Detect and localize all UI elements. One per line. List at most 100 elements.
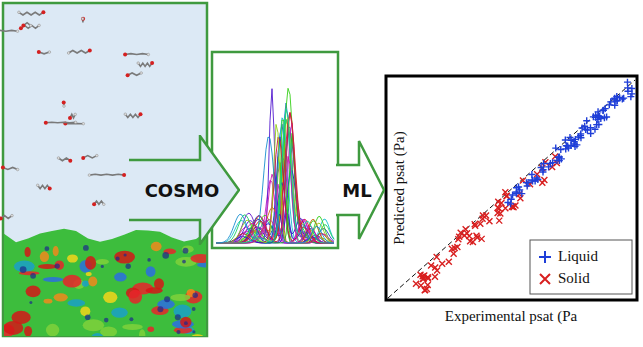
solid-point <box>434 254 440 260</box>
surface-dot <box>164 296 170 302</box>
surface-patch <box>38 264 57 269</box>
molecule-chain <box>128 73 142 75</box>
solid-point <box>502 205 508 211</box>
solid-marker <box>540 274 550 284</box>
surface-patch <box>67 299 85 306</box>
solid-point <box>496 218 502 224</box>
solid-point <box>497 211 503 217</box>
surface-dot <box>192 330 195 333</box>
oxygen-atom <box>44 121 48 125</box>
surface-patch <box>46 324 59 336</box>
surface-patch <box>91 333 104 336</box>
oxygen-atom <box>81 17 85 21</box>
liquid-point <box>504 199 511 206</box>
liquid-point <box>552 145 559 152</box>
liquid-point <box>591 126 598 133</box>
oxygen-atom <box>62 101 66 105</box>
surface-patch <box>26 285 41 297</box>
surface-dot <box>29 301 32 304</box>
surface-dot <box>85 315 91 321</box>
solid-point <box>439 261 445 267</box>
hydrogen-atom <box>11 214 14 217</box>
surface-patch <box>192 334 204 336</box>
surface-dot <box>184 321 188 325</box>
surface-patch <box>88 277 97 287</box>
surface-patch <box>129 290 143 304</box>
hydrogen-atom <box>147 53 150 56</box>
surface-patch <box>182 246 194 253</box>
hydrogen-atom <box>88 174 91 177</box>
hydrogen-atom <box>81 18 84 21</box>
profile-curve <box>216 103 334 243</box>
liquid-point <box>529 177 536 184</box>
hydrogen-atom <box>16 30 19 33</box>
surface-patch <box>12 311 31 324</box>
surface-patch <box>24 326 32 336</box>
profile-curve <box>216 109 334 243</box>
arrow-shape <box>129 136 239 244</box>
surface-dot <box>55 263 60 268</box>
hydrogen-atom <box>124 113 127 116</box>
hydrogen-atom <box>137 62 140 65</box>
surface-patch <box>154 278 164 289</box>
hydrogen-atom <box>29 24 32 27</box>
surface-patch <box>197 262 206 267</box>
solid-point <box>502 189 508 195</box>
surface-patch <box>139 329 145 336</box>
liquid-point <box>568 137 575 144</box>
oxygen-atom <box>123 53 127 57</box>
liquid-marker <box>539 251 551 263</box>
liquid-point <box>628 85 635 92</box>
surface-patch <box>151 242 162 251</box>
surface-base <box>4 229 206 336</box>
liquid-point <box>607 98 614 105</box>
liquid-point <box>602 105 609 112</box>
oxygen-atom <box>88 49 92 53</box>
legend-entry: Solid <box>558 270 590 287</box>
surface-patch <box>82 280 89 286</box>
oxygen-atom <box>37 50 41 54</box>
liquid-point <box>557 146 564 153</box>
legend-markers <box>539 251 551 284</box>
surface-patch <box>96 259 109 265</box>
molecule-chain <box>0 30 17 32</box>
hydrogen-atom <box>57 157 60 160</box>
oxygen-atom <box>122 173 126 177</box>
hydrogen-atom <box>82 122 85 125</box>
solid-point <box>413 281 419 287</box>
solid-point <box>472 223 478 229</box>
oxygen-atom <box>81 156 85 160</box>
profile-curve <box>216 88 334 243</box>
oxygen-atom <box>68 159 72 163</box>
liquid-point <box>545 163 552 170</box>
hydrogen-atom <box>38 24 41 27</box>
surface-patch <box>55 260 64 270</box>
scatter-points <box>413 79 635 294</box>
surface-patch <box>170 294 190 301</box>
surface-dot <box>124 253 127 256</box>
surface-patch <box>180 317 191 328</box>
liquid-point <box>579 124 586 131</box>
liquid-point <box>597 115 604 122</box>
oxygen-atom <box>1 165 5 169</box>
surface-patch <box>146 266 156 277</box>
oxygen-atom <box>21 24 25 28</box>
x-axis-label: Experimental psat (Pa <box>445 308 577 325</box>
surface-dot <box>182 260 186 264</box>
surface-patch <box>43 277 63 282</box>
solid-point <box>451 251 457 257</box>
surface-patch <box>111 307 128 317</box>
legend-box <box>530 240 632 294</box>
surface-dot <box>193 293 198 298</box>
solid-point <box>498 200 504 206</box>
surface-dot <box>116 257 120 261</box>
molecule-chain <box>83 156 97 158</box>
solid-point <box>449 246 455 252</box>
solid-point <box>541 177 547 183</box>
surface-patch <box>114 251 135 264</box>
arrow-shape <box>336 141 384 239</box>
solid-point <box>486 218 492 224</box>
solid-point <box>496 206 502 212</box>
solid-point <box>432 264 438 270</box>
